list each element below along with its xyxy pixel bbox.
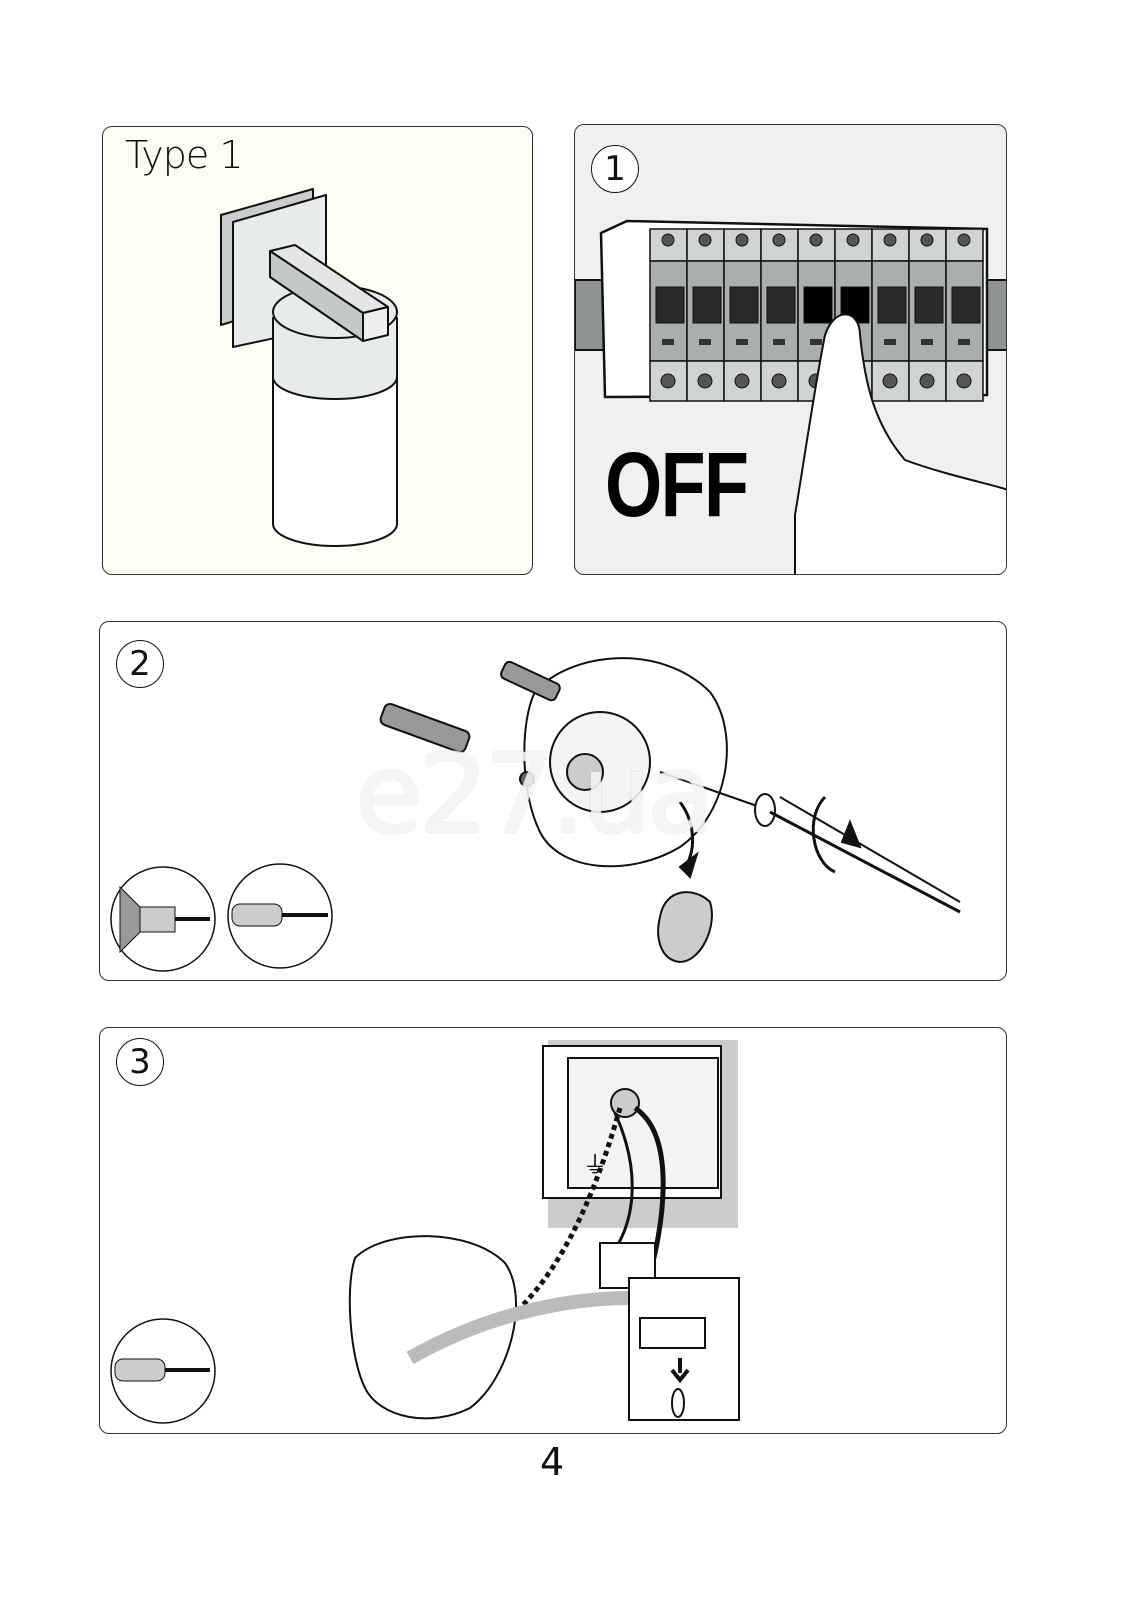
panel-step-3: 3 ⏚	[99, 1027, 1007, 1434]
drill-icon	[110, 866, 216, 972]
off-label: OFF	[605, 434, 749, 536]
panel-step-1: 1 OFF	[574, 124, 1007, 575]
type-label: Type 1	[125, 133, 244, 177]
panel-type: Type 1	[102, 126, 533, 575]
screwdriver-icon	[227, 863, 333, 969]
panel-step-2: 2	[99, 621, 1007, 981]
step-number: 2	[116, 640, 164, 688]
circuit-breaker-illustration	[575, 219, 1006, 574]
wiring-illustration: ⏚	[110, 1040, 740, 1424]
junction-box-mounting-illustration	[110, 657, 961, 972]
screwdriver-icon	[110, 1318, 216, 1424]
watermark: e27.ua	[355, 730, 715, 858]
ground-symbol: ⏚	[583, 1151, 607, 1179]
wall-lamp-illustration	[220, 188, 398, 547]
step-number: 3	[116, 1038, 164, 1086]
page-number: 4	[540, 1440, 565, 1484]
step-number: 1	[591, 145, 639, 193]
